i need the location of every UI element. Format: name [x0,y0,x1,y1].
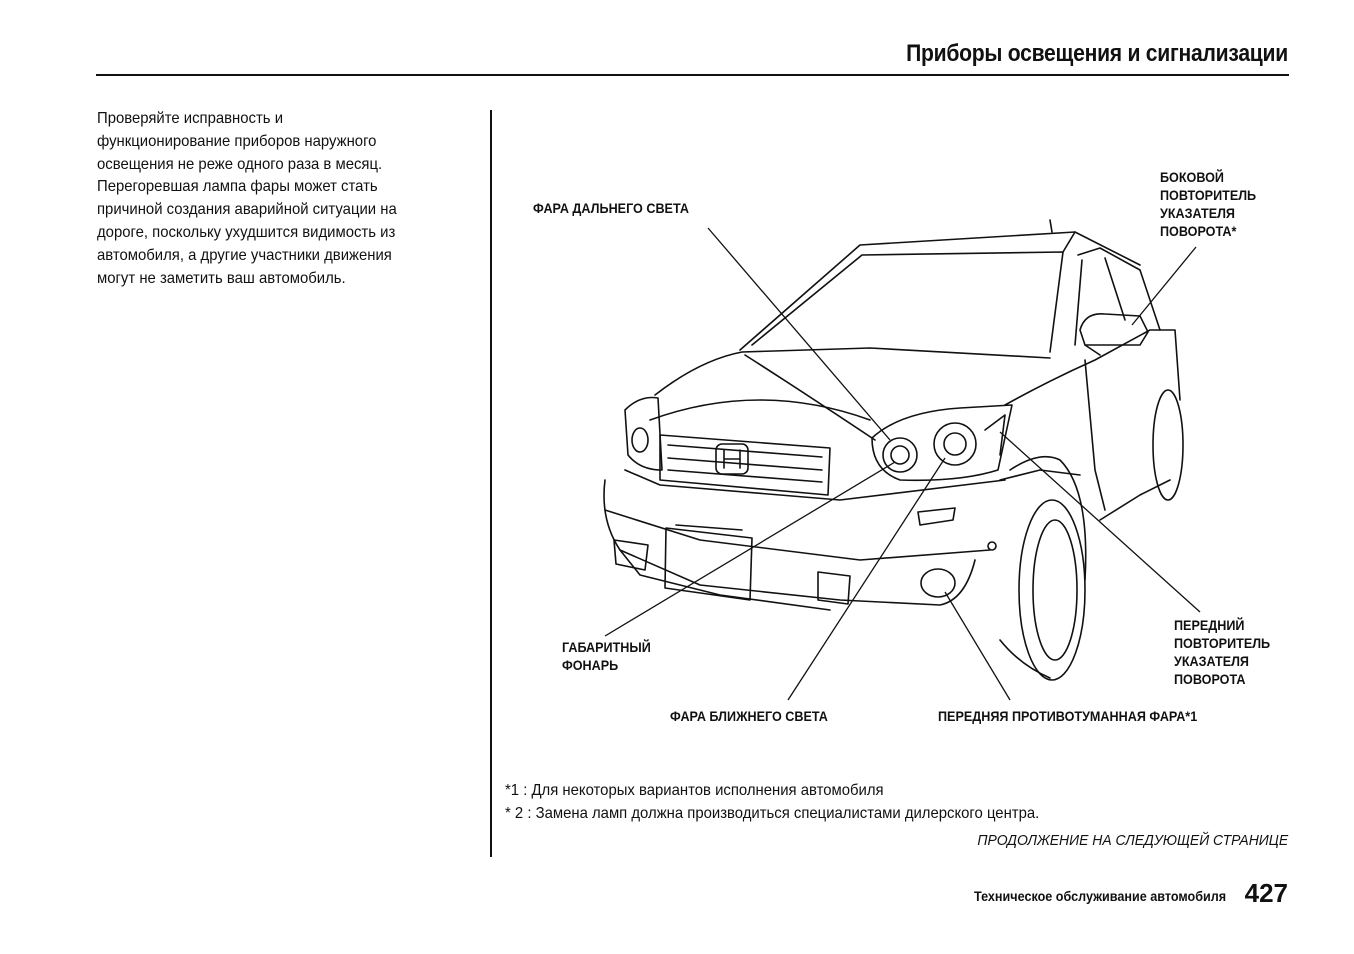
footnote-2: * 2 : Замена ламп должна производиться с… [505,805,1040,822]
intro-line: функционирование приборов наружного [97,132,377,150]
label-line: ФАРА ДАЛЬНЕГО СВЕТА [533,200,689,216]
intro-line: Проверяйте исправность и [97,110,284,127]
label-fog-light: ПЕРЕДНЯЯ ПРОТИВОТУМАННАЯ ФАРА*1 [938,707,1197,725]
label-line: ПОВТОРИТЕЛЬ [1174,635,1271,651]
column-divider [490,110,492,857]
leader-low-beam [787,457,946,701]
car-illustration [603,219,1184,681]
footnote-1: *1 : Для некоторых вариантов исполнения … [505,782,884,799]
intro-line: причиной создания аварийной ситуации на [97,201,397,219]
label-line: ФОНАРЬ [562,657,619,673]
leader-fog-light [944,591,1011,701]
page-number: 427 [1244,878,1288,908]
label-line: ПОВТОРИТЕЛЬ [1160,187,1257,203]
intro-paragraph: Проверяйте исправность и функционировани… [97,108,450,290]
label-line: ПЕРЕДНИЙ [1174,617,1245,633]
intro-line: освещения не реже одного раза в месяц. [97,155,383,173]
label-line: ГАБАРИТНЫЙ [562,639,651,655]
page-title: Приборы освещения и сигнализации [906,40,1288,67]
label-high-beam: ФАРА ДАЛЬНЕГО СВЕТА [533,199,689,217]
footer-section-title: Техническое обслуживание автомобиля [973,888,1226,904]
label-low-beam: ФАРА БЛИЖНЕГО СВЕТА [670,707,828,725]
intro-line: дороге, поскольку ухудшится видимость из [97,223,396,241]
label-front-repeater: ПЕРЕДНИЙ ПОВТОРИТЕЛЬ УКАЗАТЕЛЯ ПОВОРОТА [1174,616,1270,688]
leader-parking-light [604,461,896,637]
label-line: ПЕРЕДНЯЯ ПРОТИВОТУМАННАЯ ФАРА*1 [938,708,1198,724]
label-line: ФАРА БЛИЖНЕГО СВЕТА [670,708,828,724]
label-parking-light: ГАБАРИТНЫЙ ФОНАРЬ [562,638,651,674]
label-line: ПОВОРОТА [1174,671,1246,687]
label-line: УКАЗАТЕЛЯ [1174,653,1249,669]
continued-note: ПРОДОЛЖЕНИЕ НА СЛЕДУЮЩЕЙ СТРАНИЦЕ [977,832,1288,849]
leader-side-repeater [1131,246,1197,326]
label-line: БОКОВОЙ [1160,169,1224,185]
label-side-repeater: БОКОВОЙ ПОВТОРИТЕЛЬ УКАЗАТЕЛЯ ПОВОРОТА* [1160,168,1256,240]
leader-front-repeater [999,431,1201,613]
header-rule [96,74,1289,76]
intro-line: Перегоревшая лампа фары может стать [97,178,378,196]
label-line: ПОВОРОТА* [1160,223,1237,239]
intro-line: могут не заметить ваш автомобиль. [97,269,346,287]
intro-line: автомобиля, а другие участники движения [97,246,392,264]
label-line: УКАЗАТЕЛЯ [1160,205,1235,221]
leader-high-beam [707,227,891,441]
